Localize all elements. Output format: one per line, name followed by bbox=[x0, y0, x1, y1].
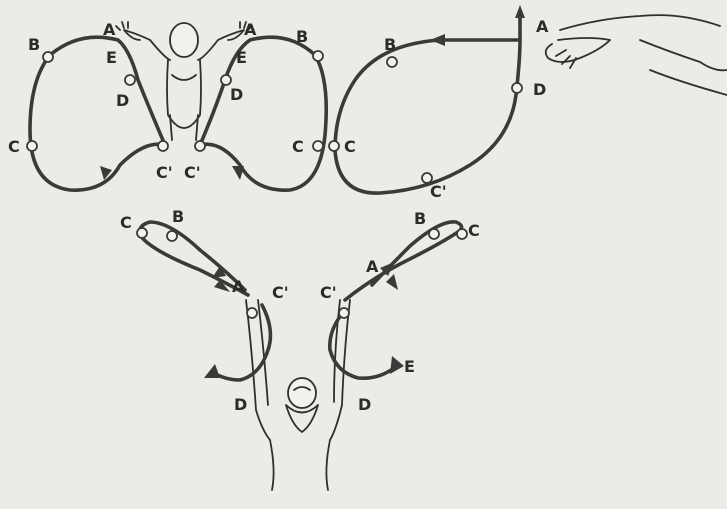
point-c-right bbox=[457, 229, 467, 239]
point-b-left bbox=[43, 52, 53, 62]
point-d-right bbox=[221, 75, 231, 85]
label-b: B bbox=[172, 207, 184, 226]
point-cprime-right bbox=[339, 308, 349, 318]
point-c-left bbox=[27, 141, 37, 151]
label-a: A bbox=[366, 257, 379, 276]
point-c bbox=[329, 141, 339, 151]
point-c-left bbox=[137, 228, 147, 238]
label-b: B bbox=[414, 209, 426, 228]
bottom-swimmer-head bbox=[288, 378, 316, 408]
label-b: B bbox=[384, 35, 396, 54]
bottom-right-arrow-3 bbox=[390, 356, 404, 374]
label-c-prime: C' bbox=[272, 283, 289, 302]
bottom-left-arrow-3 bbox=[204, 364, 220, 378]
bottom-left-sweep-path bbox=[212, 305, 270, 380]
side-loop-arrow bbox=[430, 34, 445, 46]
label-d: D bbox=[234, 395, 247, 414]
front-right-loop-path bbox=[200, 37, 326, 190]
label-c: C bbox=[292, 137, 304, 156]
point-b-right bbox=[429, 229, 439, 239]
label-c-prime: C' bbox=[184, 163, 201, 182]
label-e: E bbox=[106, 48, 117, 67]
label-e: E bbox=[404, 357, 415, 376]
label-a: A bbox=[536, 17, 549, 36]
hand-fingers bbox=[556, 50, 576, 68]
label-c: C bbox=[344, 137, 356, 156]
label-d: D bbox=[533, 80, 546, 99]
point-d bbox=[512, 83, 522, 93]
label-d: D bbox=[230, 85, 243, 104]
swimmer-torso bbox=[167, 60, 201, 128]
point-cprime-right bbox=[195, 141, 205, 151]
label-b: B bbox=[296, 27, 308, 46]
label-c-prime: C' bbox=[430, 182, 447, 201]
hand-outline bbox=[546, 15, 720, 62]
label-a: A bbox=[244, 20, 257, 39]
point-d-left bbox=[125, 75, 135, 85]
front-right-arrow bbox=[232, 166, 244, 180]
swimmer-head bbox=[170, 23, 198, 57]
label-c: C bbox=[8, 137, 20, 156]
label-c: C bbox=[120, 213, 132, 232]
bottom-right-sweep-path bbox=[330, 310, 398, 378]
side-up-arrow bbox=[515, 5, 525, 18]
point-b-right bbox=[313, 51, 323, 61]
right-arm bbox=[218, 30, 244, 40]
bottom-swimsuit-neck bbox=[286, 405, 318, 432]
label-a: A bbox=[232, 277, 245, 296]
label-b: B bbox=[28, 35, 40, 54]
bottom-torso bbox=[270, 440, 330, 490]
side-loop-path bbox=[335, 40, 520, 193]
label-c: C bbox=[468, 221, 480, 240]
forearm-outline bbox=[640, 40, 727, 95]
label-d: D bbox=[358, 395, 371, 414]
point-cprime-left bbox=[158, 141, 168, 151]
left-hand-fingers bbox=[116, 22, 128, 30]
label-d: D bbox=[116, 91, 129, 110]
bottom-right-stroke-path bbox=[345, 222, 462, 300]
label-c-prime: C' bbox=[320, 283, 337, 302]
label-a: A bbox=[103, 20, 116, 39]
bottom-right-arrow-2 bbox=[386, 274, 398, 290]
left-arm bbox=[124, 30, 150, 40]
point-cprime-left bbox=[247, 308, 257, 318]
label-c-prime: C' bbox=[156, 163, 173, 182]
swimmer-suit-line bbox=[172, 75, 196, 80]
point-c-right bbox=[313, 141, 323, 151]
point-b-left bbox=[167, 231, 177, 241]
label-e: E bbox=[236, 48, 247, 67]
point-b bbox=[387, 57, 397, 67]
hand-figure bbox=[546, 15, 727, 95]
